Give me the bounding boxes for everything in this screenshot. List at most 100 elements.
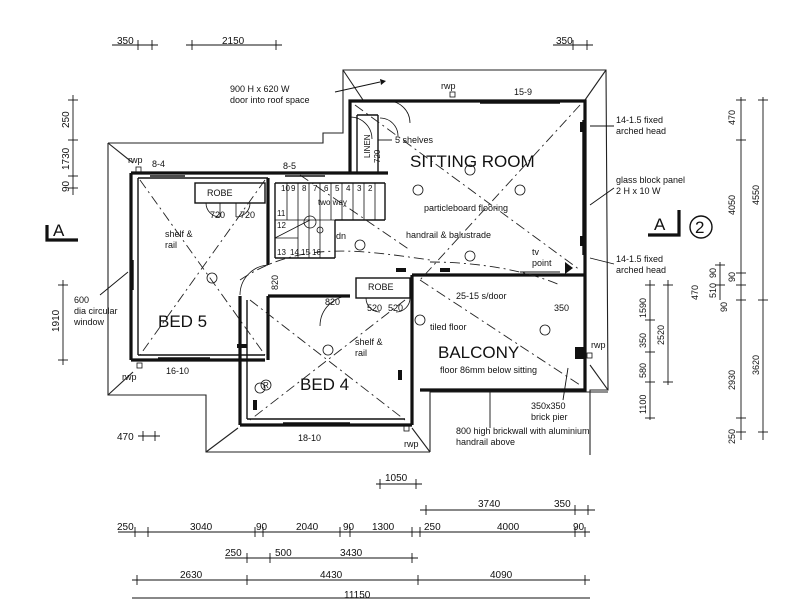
- walls: [129, 99, 587, 427]
- dim-label: 470: [727, 110, 737, 125]
- section-label-right: A: [654, 215, 666, 234]
- dim-label: 4050: [727, 195, 737, 215]
- stair-number: 10: [281, 184, 290, 193]
- dim-label: 1100: [638, 395, 648, 414]
- dim-label: 4550: [751, 185, 761, 205]
- stair-number: 13: [277, 248, 286, 257]
- dim-label: 350: [556, 36, 573, 47]
- dim-label: 350: [554, 303, 569, 313]
- r-symbol: R: [263, 381, 269, 390]
- robe-label-bed5: ROBE: [207, 188, 233, 198]
- stair-number: 6: [324, 184, 329, 193]
- dim-label-overall: 11150: [344, 590, 371, 600]
- dim-label: 4090: [490, 570, 513, 581]
- window-codes: 15-9 8-4 8-5 16-10 18-10: [132, 87, 584, 443]
- window-code: 8-4: [152, 159, 165, 169]
- dim-label: 2150: [222, 36, 245, 47]
- section-markers: A A 2: [45, 210, 713, 242]
- window-code: 18-10: [298, 433, 321, 443]
- note-balcony-floor: floor 86mm below sitting: [440, 365, 537, 375]
- bottom-dimensions: 1050 3740 350 250 3040 90 2040 90 1300 2…: [117, 473, 595, 600]
- note-sliding-door: 25-15 s/door: [456, 291, 507, 301]
- stair-number: 14: [290, 248, 299, 257]
- left-dimensions: 250 1730 90 1910 470: [51, 95, 160, 443]
- stair-number: 12: [277, 221, 286, 230]
- note-shelf-rail: rail: [165, 240, 177, 250]
- stair-treads: [274, 183, 376, 258]
- stair-number: 11: [277, 209, 286, 218]
- note-roof-door: 900 H x 620 W: [230, 84, 290, 94]
- dim-label: 90: [727, 272, 737, 282]
- interior-dimensions: 720 720 820 820 520 520 350: [210, 210, 569, 313]
- dim-label: 2040: [296, 522, 319, 533]
- note-arched-head-bottom: 14-1.5 fixed: [616, 254, 663, 264]
- door-swings: [205, 100, 411, 327]
- dim-label: 470: [690, 285, 700, 300]
- dim-label: 250: [117, 522, 134, 533]
- stair-number: 4: [346, 184, 351, 193]
- dim-label: 510: [708, 283, 718, 298]
- dim-label: 90: [343, 522, 355, 533]
- note-shelf-rail: shelf &: [165, 229, 193, 239]
- note-roof-door: door into roof space: [230, 95, 310, 105]
- sheet-number: 2: [695, 218, 704, 237]
- note-handrail: handrail & balustrade: [406, 230, 491, 240]
- stair-number: 5: [335, 184, 340, 193]
- section-label-left: A: [53, 221, 65, 240]
- dim-label: 1050: [385, 473, 408, 484]
- dim-label: 520: [388, 303, 403, 313]
- note-circular-window: dia circular: [74, 306, 118, 316]
- room-label-bed5: BED 5: [158, 312, 207, 331]
- note-brick-pier: brick pier: [531, 412, 568, 422]
- note-down: dn: [336, 231, 346, 241]
- top-dimensions: 350 2150 350: [112, 36, 593, 50]
- dim-label: 3620: [751, 355, 761, 375]
- dim-label: 820: [270, 275, 280, 290]
- window-code: 8-5: [283, 161, 296, 171]
- stair-number: 7: [313, 184, 318, 193]
- note-circular-window: window: [73, 317, 105, 327]
- note-shelf-rail: shelf &: [355, 337, 383, 347]
- rwp-label: rwp: [441, 81, 456, 91]
- note-glass-block: glass block panel: [616, 175, 685, 185]
- room-label-bed4: BED 4: [300, 375, 349, 394]
- dim-label: 1590: [638, 298, 648, 318]
- stair-numbers: 10 9 8 7 6 5 4 3 2 11 12 13 14 15 16: [277, 184, 373, 257]
- dim-label: 3430: [340, 548, 363, 559]
- room-label-sitting: SITTING ROOM: [410, 152, 535, 171]
- rwp-label: rwp: [122, 372, 137, 382]
- note-brickwall: 800 high brickwall with aluminium: [456, 426, 590, 436]
- note-arched-head-bottom: arched head: [616, 265, 666, 275]
- note-shelf-rail: rail: [355, 348, 367, 358]
- window-code: 15-9: [514, 87, 532, 97]
- note-glass-block: 2 H x 10 W: [616, 186, 661, 196]
- rwp-label: rwp: [591, 340, 606, 350]
- dim-label: 580: [638, 363, 648, 378]
- note-arched-head-top: 14-1.5 fixed: [616, 115, 663, 125]
- dim-label: 4430: [320, 570, 343, 581]
- roof-hip-lines: [139, 104, 581, 421]
- rwp-label: rwp: [128, 155, 143, 165]
- power-outlets: [237, 122, 584, 410]
- dim-label: 250: [225, 548, 242, 559]
- note-particleboard: particleboard flooring: [424, 203, 508, 213]
- robe-label-bed4: ROBE: [368, 282, 394, 292]
- annotations: 900 H x 620 W door into roof space LINEN…: [73, 79, 685, 447]
- dim-label: 500: [275, 548, 292, 559]
- stair-number: 3: [357, 184, 362, 193]
- note-five-shelves: 5 shelves: [395, 135, 434, 145]
- right-dimensions: 470 4050 90 2930 250 4550 3620 90 510 47…: [638, 97, 768, 444]
- dim-label: 90: [719, 302, 729, 312]
- dim-label: 350: [117, 36, 134, 47]
- window-code: 16-10: [166, 366, 189, 376]
- dim-label: 2520: [656, 325, 666, 345]
- dim-label: 1300: [372, 522, 395, 533]
- dim-label: 2630: [180, 570, 203, 581]
- dim-label: 350: [554, 499, 571, 510]
- dim-label: 90: [573, 522, 585, 533]
- note-tiled-floor: tiled floor: [430, 322, 467, 332]
- dim-label: 720: [210, 210, 225, 220]
- dim-label: 350: [638, 333, 648, 348]
- dim-label: 250: [61, 111, 72, 128]
